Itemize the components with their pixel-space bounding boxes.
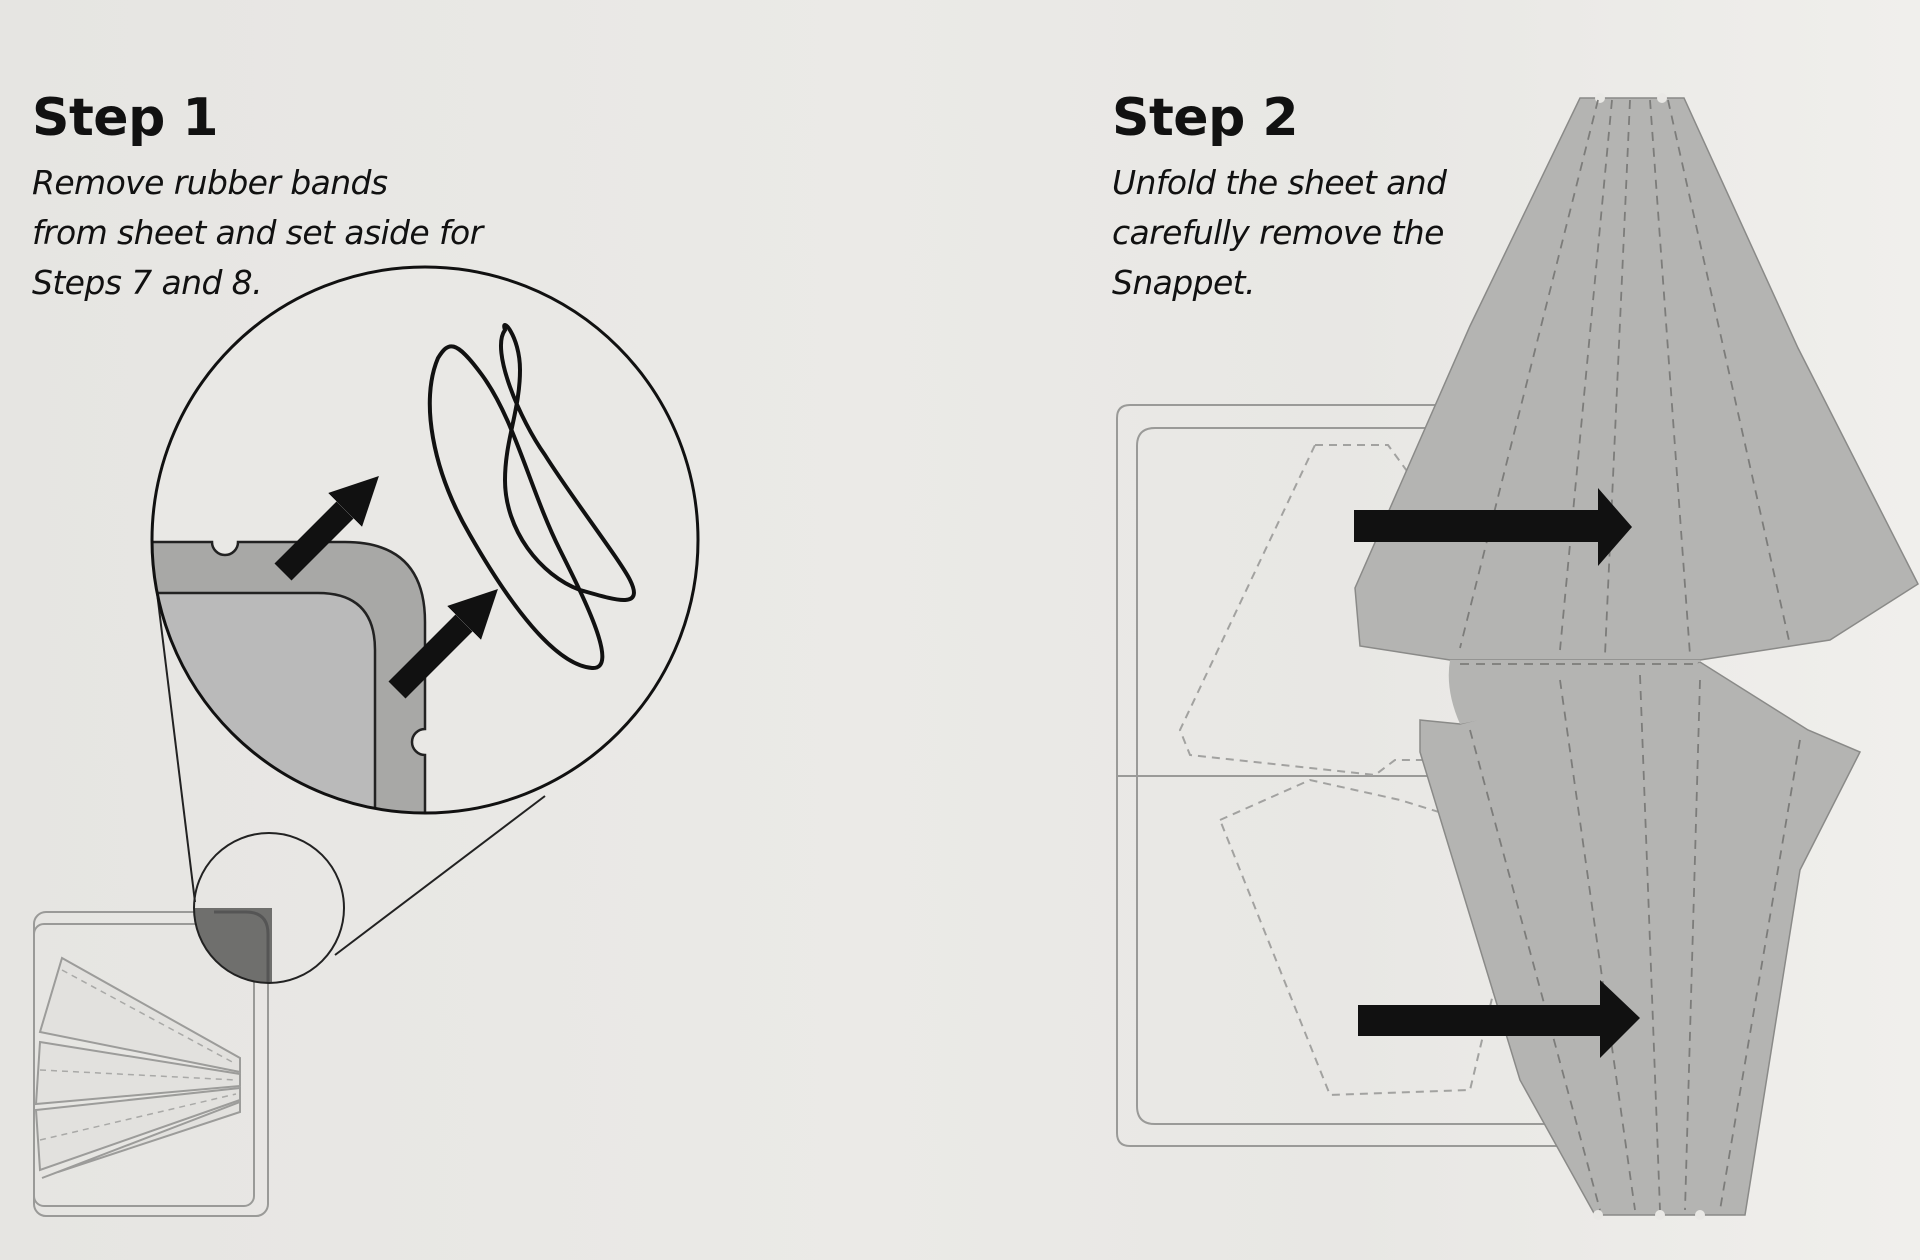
step-2-line: Unfold the sheet and bbox=[1112, 163, 1447, 202]
step1-illustration bbox=[33, 265, 700, 1217]
step-1-line: from sheet and set aside for bbox=[32, 213, 483, 252]
corner-magnifier-large bbox=[150, 265, 700, 815]
folded-sheet-outline bbox=[33, 911, 269, 1217]
step-1-block: Step 1 Remove rubber bands from sheet an… bbox=[32, 92, 483, 308]
corner-magnifier-small bbox=[193, 832, 345, 984]
step-2-block: Step 2 Unfold the sheet and carefully re… bbox=[1112, 88, 1447, 308]
remove-direction-arrows bbox=[1354, 488, 1640, 1058]
arrow-right-icon-upper bbox=[1354, 488, 1632, 566]
step-2-instructions: Unfold the sheet and carefully remove th… bbox=[1112, 158, 1447, 308]
magnifier-connector-lines bbox=[153, 567, 546, 956]
step-2-line: carefully remove the bbox=[1112, 213, 1444, 252]
step-1-instructions: Remove rubber bands from sheet and set a… bbox=[32, 158, 483, 308]
step2-illustration bbox=[1116, 93, 1919, 1220]
fanned-panels-icon bbox=[34, 956, 241, 1179]
step-2-title: Step 2 bbox=[1112, 88, 1299, 148]
step-1-line: Remove rubber bands bbox=[32, 163, 388, 202]
arrow-right-icon-lower bbox=[1358, 980, 1640, 1058]
step-2-line: Snappet. bbox=[1112, 263, 1256, 302]
step-1-title: Step 1 bbox=[32, 88, 219, 148]
step-1-line: Steps 7 and 8. bbox=[32, 263, 263, 302]
